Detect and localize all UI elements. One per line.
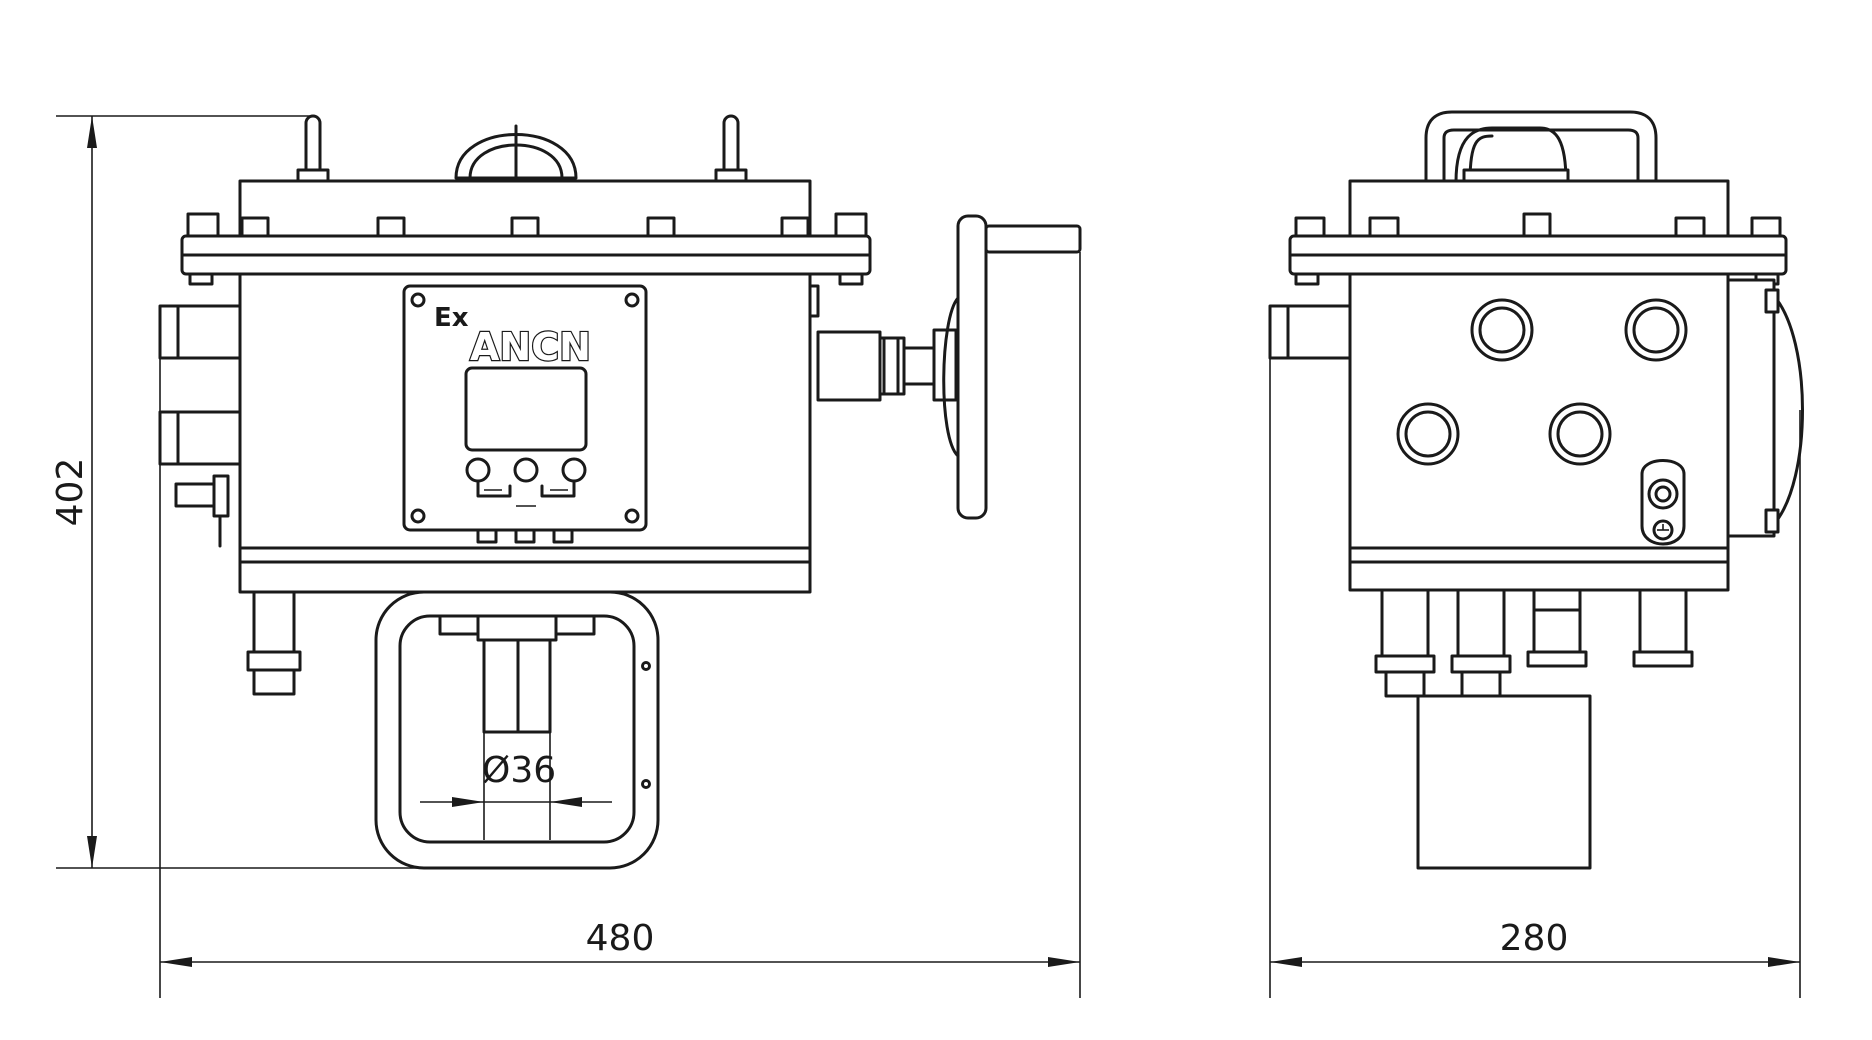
side-flange-bolts bbox=[1294, 212, 1782, 240]
front-eyebolts bbox=[296, 114, 748, 184]
side-bottom-glands bbox=[1374, 588, 1694, 698]
side-width-dimension: 280 bbox=[1269, 358, 1801, 998]
side-carry-handle bbox=[1424, 110, 1658, 184]
side-ports bbox=[1396, 298, 1688, 466]
ex-mark: Ex bbox=[434, 303, 469, 333]
front-handwheel-shaft bbox=[808, 284, 958, 402]
front-width-dimension: 480 bbox=[159, 252, 1081, 998]
height-dimension: 402 bbox=[50, 115, 440, 869]
side-left-gland bbox=[1268, 304, 1352, 360]
diameter-dimension: Ø36 bbox=[420, 732, 612, 840]
panel-button-right bbox=[561, 457, 587, 483]
front-bottom-gland bbox=[246, 590, 302, 696]
front-lower-housing bbox=[374, 590, 660, 870]
ground-terminal bbox=[1640, 459, 1686, 546]
panel-button-left bbox=[465, 457, 491, 483]
side-lower-housing bbox=[1416, 694, 1592, 870]
diameter-label: Ø36 bbox=[482, 750, 556, 791]
front-view: Ex ANCN bbox=[158, 114, 1082, 870]
front-handwheel bbox=[942, 214, 1082, 520]
brand-logo: ANCN bbox=[470, 325, 591, 369]
side-width-label: 280 bbox=[1500, 918, 1569, 959]
front-width-label: 480 bbox=[586, 918, 655, 959]
side-view bbox=[1268, 110, 1804, 870]
front-left-cable-glands bbox=[158, 304, 242, 548]
panel-button-center bbox=[513, 457, 539, 483]
front-display-panel: Ex ANCN bbox=[402, 284, 648, 544]
handwheel-handle bbox=[984, 224, 1082, 254]
height-label: 402 bbox=[50, 458, 91, 527]
display-screen bbox=[464, 366, 588, 452]
front-dome-indicator bbox=[454, 124, 578, 180]
side-handwheel-edge bbox=[1726, 278, 1804, 538]
